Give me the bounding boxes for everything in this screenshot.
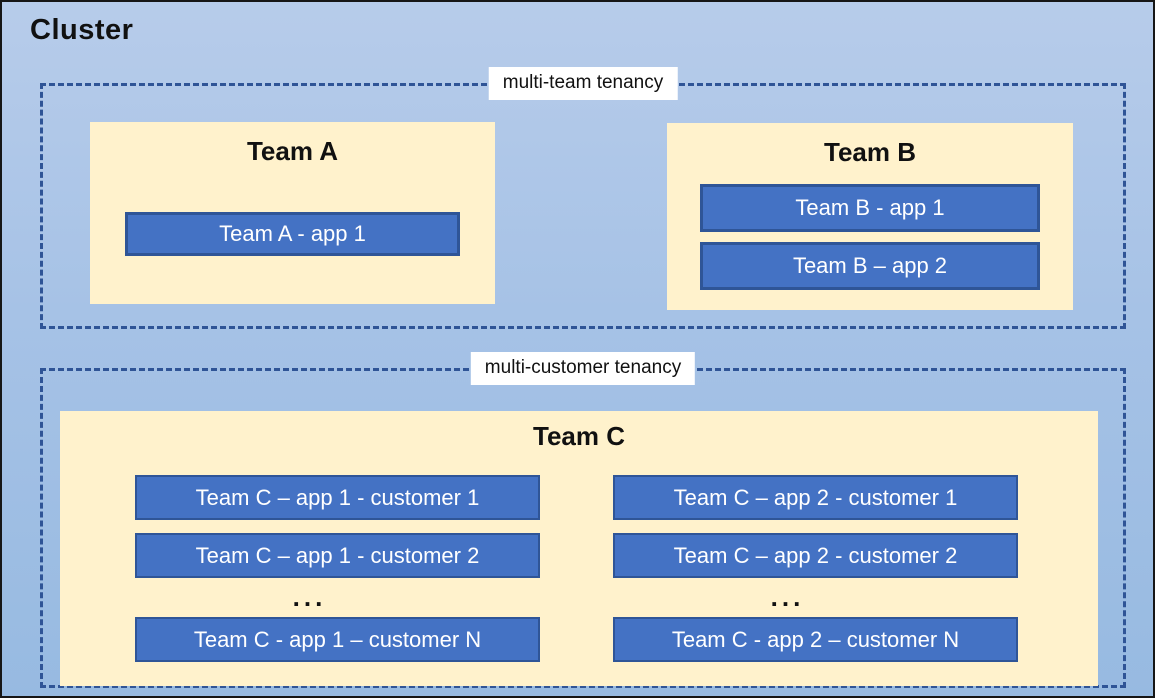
team-c-app-1-customer-n-box: Team C - app 1 – customer N <box>135 617 540 662</box>
team-c-app-2-customer-1-box: Team C – app 2 - customer 1 <box>613 475 1018 520</box>
team-a-app-1-box: Team A - app 1 <box>125 212 460 256</box>
multi-team-tenancy-label: multi-team tenancy <box>488 67 678 100</box>
team-b-app-1-box: Team B - app 1 <box>700 184 1040 232</box>
multi-team-tenancy-box: multi-team tenancy Team A Team A - app 1… <box>40 67 1126 329</box>
team-a-title: Team A <box>246 136 339 166</box>
team-c-app-1-customer-2-box: Team C – app 1 - customer 2 <box>135 533 540 578</box>
team-c-app-2-column: Team C – app 2 - customer 1 Team C – app… <box>613 411 1018 686</box>
team-c-panel: Team C Team C – app 1 - customer 1 Team … <box>60 411 1098 686</box>
multi-customer-tenancy-box: multi-customer tenancy Team C Team C – a… <box>40 352 1126 688</box>
team-c-app-2-ellipsis: ... <box>770 581 805 612</box>
cluster-title: Cluster <box>30 14 134 46</box>
multi-customer-tenancy-label: multi-customer tenancy <box>470 352 696 385</box>
team-c-app-2-customer-2-box: Team C – app 2 - customer 2 <box>613 533 1018 578</box>
team-c-app-1-customer-1-box: Team C – app 1 - customer 1 <box>135 475 540 520</box>
team-a-panel: Team A Team A - app 1 <box>90 122 495 304</box>
team-b-panel: Team B Team B - app 1 Team B – app 2 <box>667 123 1073 310</box>
team-b-title: Team B <box>824 137 916 167</box>
team-c-app-2-customer-n-box: Team C - app 2 – customer N <box>613 617 1018 662</box>
team-c-app-1-column: Team C – app 1 - customer 1 Team C – app… <box>135 411 540 686</box>
team-b-app-2-box: Team B – app 2 <box>700 242 1040 290</box>
team-c-app-1-ellipsis: ... <box>292 581 327 612</box>
team-c-title: Team C <box>533 421 625 451</box>
